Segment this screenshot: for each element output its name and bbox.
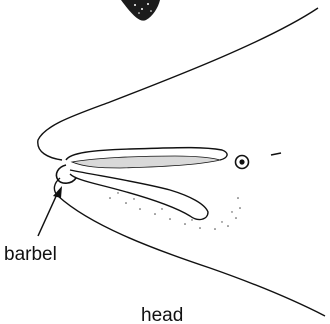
lip-band [72, 156, 220, 168]
barbel-pointer-line [38, 192, 58, 236]
eye-pupil [239, 159, 244, 164]
barbel [56, 165, 76, 183]
head-outline-upper [38, 8, 318, 160]
mouth-line [70, 170, 208, 219]
barbel-label: barbel [4, 245, 57, 264]
head-outline-lower [54, 178, 325, 316]
head-label: head [141, 306, 183, 324]
jaw-stipple [109, 192, 241, 230]
fin-tip [121, 0, 160, 21]
nostril-mark [271, 153, 281, 155]
